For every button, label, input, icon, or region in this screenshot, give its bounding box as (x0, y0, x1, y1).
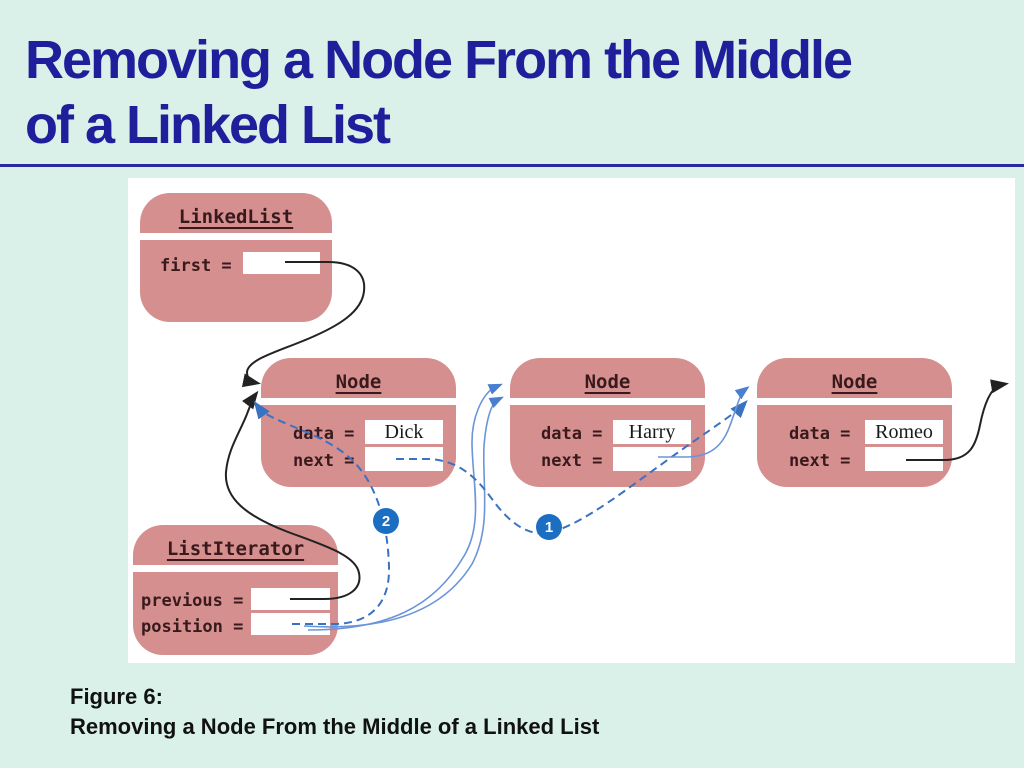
node1-data-value: Dick (384, 421, 424, 443)
node2-header: Node (510, 358, 705, 405)
node2-class-name: Node (584, 371, 631, 393)
node3-next-label: next = (789, 451, 851, 471)
arrow-previous-to-node1 (224, 390, 361, 600)
page-title-line1: Removing a Node From the Middle (25, 30, 853, 90)
linkedlist-class-name: LinkedList (178, 206, 294, 228)
arrow-step2-position-to-node1 (253, 400, 391, 625)
page-title: Removing a Node From the Middle of a Lin… (25, 28, 1005, 158)
figure-caption-line2: Removing a Node From the Middle of a Lin… (70, 714, 600, 739)
linkedlist-header: LinkedList (140, 193, 332, 240)
figure-caption: Figure 6: Removing a Node From the Middl… (70, 682, 599, 742)
node1-data-value-box (365, 420, 443, 444)
node3-data-value: Romeo (875, 421, 933, 443)
listiterator-header: ListIterator (133, 525, 338, 572)
position-field-label: position = (141, 617, 244, 637)
step-badge-1: 1 (536, 514, 562, 540)
step-badge-2-label: 2 (381, 512, 391, 530)
arrow-position-to-node2 (303, 396, 504, 628)
previous-field-label: previous = (141, 591, 244, 611)
node1-next-label: next = (293, 451, 355, 471)
figure-caption-line1: Figure 6: (70, 684, 163, 709)
step-badge-1-label: 1 (544, 518, 554, 536)
node2-data-value-box (613, 420, 691, 444)
node2-next-value-box (613, 447, 691, 471)
arrow-old-next-to-node2 (307, 383, 503, 631)
node3-data-label: data = (789, 424, 851, 444)
diagram-canvas: LinkedList first = Node data = Dick next… (128, 178, 1015, 663)
node3-header: Node (757, 358, 952, 405)
arrow-step1-dicknext-to-node3 (396, 400, 748, 535)
node2-next-label: next = (541, 451, 603, 471)
listiterator-class-name: ListIterator (166, 538, 305, 560)
node3-data-value-box (865, 420, 943, 444)
arrow-node3next-out (906, 379, 1009, 461)
first-field-value-box (243, 252, 320, 274)
title-divider (0, 164, 1024, 167)
node2-data-label: data = (541, 424, 603, 444)
reference-arrows-svg (224, 261, 1009, 631)
node1-header: Node (261, 358, 456, 405)
node2-data-value: Harry (628, 421, 676, 443)
node1-class-name: Node (335, 371, 382, 393)
page-title-line2: of a Linked List (25, 95, 391, 155)
arrow-first-to-node1 (241, 261, 366, 388)
step-badge-2: 2 (373, 508, 399, 534)
arrow-node2next-to-node3 (658, 386, 750, 458)
node3-class-name: Node (831, 371, 878, 393)
first-field-label: first = (160, 256, 232, 276)
node1-data-label: data = (293, 424, 355, 444)
